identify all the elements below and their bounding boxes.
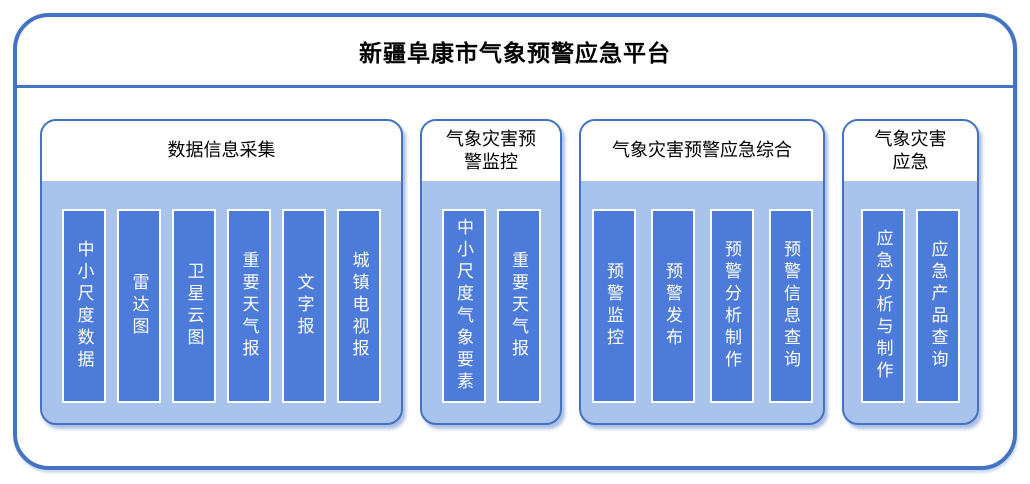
group-body: 预警监控 预警发布 预警分析制作 预警信息查询 xyxy=(581,181,823,423)
group-body: 应急分析与制作 应急产品查询 xyxy=(844,181,977,423)
platform-title: 新疆阜康市气象预警应急平台 xyxy=(359,40,671,66)
module-item: 雷达图 xyxy=(117,209,161,403)
group-body: 中小尺度气象要素 重要天气报 xyxy=(422,181,560,423)
module-item: 卫星云图 xyxy=(172,209,216,403)
module-item: 预警分析制作 xyxy=(709,209,754,403)
platform-title-bar: 新疆阜康市气象预警应急平台 xyxy=(17,17,1013,88)
module-item: 预警信息查询 xyxy=(768,209,813,403)
group-title: 气象灾害 应急 xyxy=(844,121,977,181)
module-item: 预警发布 xyxy=(650,209,695,403)
module-item: 应急分析与制作 xyxy=(861,209,905,403)
module-item: 应急产品查询 xyxy=(916,209,960,403)
group-warning-monitoring: 气象灾害预 警监控 中小尺度气象要素 重要天气报 xyxy=(420,119,562,425)
module-item: 预警监控 xyxy=(591,209,636,403)
group-title: 气象灾害预 警监控 xyxy=(422,121,560,181)
module-item: 城镇电视报 xyxy=(337,209,381,403)
group-disaster-emergency: 气象灾害 应急 应急分析与制作 应急产品查询 xyxy=(842,119,979,425)
group-title: 数据信息采集 xyxy=(42,121,401,181)
module-item: 中小尺度气象要素 xyxy=(441,209,486,403)
platform-frame: 新疆阜康市气象预警应急平台 数据信息采集 中小尺度数据 雷达图 卫星云图 重要天… xyxy=(13,13,1017,470)
group-data-collection: 数据信息采集 中小尺度数据 雷达图 卫星云图 重要天气报 文字报 城镇电视报 xyxy=(40,119,403,425)
group-title: 气象灾害预警应急综合 xyxy=(581,121,823,181)
module-item: 重要天气报 xyxy=(227,209,271,403)
group-warning-emergency-comprehensive: 气象灾害预警应急综合 预警监控 预警发布 预警分析制作 预警信息查询 xyxy=(579,119,825,425)
module-item: 文字报 xyxy=(282,209,326,403)
module-item: 中小尺度数据 xyxy=(62,209,106,403)
groups-row: 数据信息采集 中小尺度数据 雷达图 卫星云图 重要天气报 文字报 城镇电视报 气… xyxy=(17,88,1013,425)
group-body: 中小尺度数据 雷达图 卫星云图 重要天气报 文字报 城镇电视报 xyxy=(42,181,401,423)
module-item: 重要天气报 xyxy=(496,209,541,403)
